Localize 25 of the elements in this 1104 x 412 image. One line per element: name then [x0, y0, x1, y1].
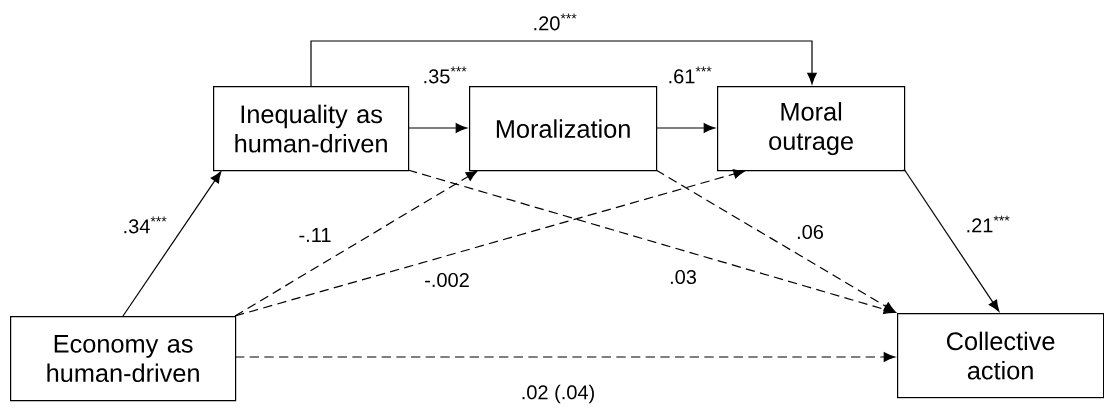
arrow	[234, 352, 896, 362]
process-box: Moralization	[469, 86, 658, 172]
edge-label: .06	[797, 224, 824, 240]
arrow	[310, 40, 817, 87]
arrow	[655, 123, 716, 133]
arrow	[234, 169, 746, 317]
arrow	[655, 169, 896, 313]
process-box: Collective action	[897, 313, 1104, 399]
process-box: Economy as human-driven	[10, 316, 237, 402]
edge-label: .34$^{***}$	[124, 216, 167, 234]
edge-label: .61$^{***}$	[669, 66, 712, 84]
edge-label: -.11	[299, 228, 331, 242]
edge-label: .35$^{***}$	[424, 66, 467, 84]
process-box: Inequality as human-driven	[213, 86, 410, 172]
process-box: Moral outrage	[717, 86, 906, 172]
edge-label: .21$^{***}$	[967, 215, 1010, 233]
edge-label: .02 (.04)	[522, 384, 594, 404]
edge-label: .03	[670, 269, 697, 285]
edge-label: .20$^{***}$	[534, 13, 577, 31]
arrow	[234, 170, 478, 317]
arrow	[122, 171, 222, 317]
arrow	[407, 123, 468, 133]
edge-label: -.002	[425, 272, 469, 288]
arrow	[407, 169, 896, 315]
arrow	[903, 168, 1000, 312]
